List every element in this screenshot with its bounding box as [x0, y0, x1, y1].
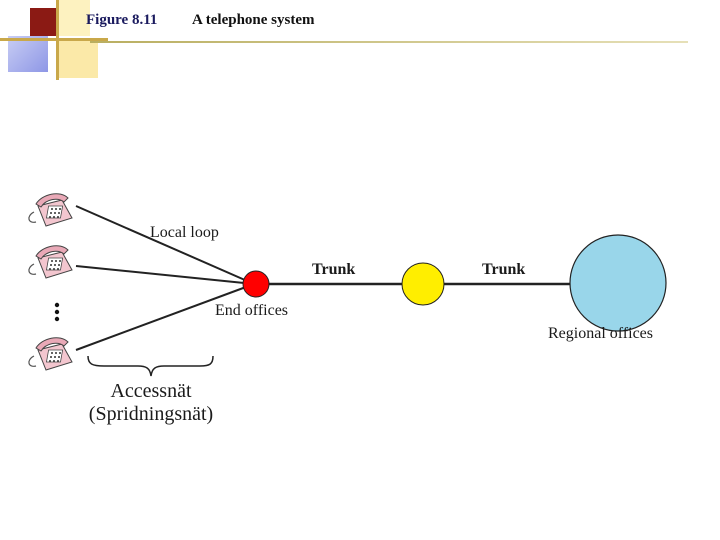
local-loop-label: Local loop — [150, 224, 219, 241]
access-network-brace — [87, 355, 214, 377]
figure-number: Figure 8.11 — [86, 12, 158, 28]
local-loop-line-3 — [75, 283, 255, 351]
regional-offices-label: Regional offices — [548, 325, 654, 342]
access-network-label: Accessnät (Spridningsnät) — [76, 380, 226, 426]
more-phones-ellipsis — [54, 302, 60, 322]
trunk-label-1: Trunk — [312, 261, 356, 278]
decor-square-cream — [58, 40, 98, 78]
telephone-icon — [28, 337, 73, 371]
title-rule — [90, 41, 688, 43]
decor-square-blue — [8, 36, 48, 72]
telephone-icon — [28, 193, 73, 227]
local-loop-line-2 — [75, 265, 255, 285]
access-network-line2: (Spridningsnät) — [88, 403, 214, 425]
decor-square-red — [30, 8, 58, 36]
intermediate-office-node — [401, 262, 445, 306]
telephone-icon — [28, 245, 73, 279]
end-offices-label: End offices — [215, 302, 289, 319]
end-office-node — [242, 270, 270, 298]
trunk-label-2: Trunk — [482, 261, 526, 278]
figure-caption: A telephone system — [192, 12, 315, 28]
regional-office-node — [569, 234, 667, 332]
decor-square-cream-top — [58, 0, 90, 36]
access-network-line1: Accessnät — [110, 380, 192, 402]
decor-horizontal-line — [0, 38, 108, 41]
local-loop-line-1 — [75, 205, 255, 285]
